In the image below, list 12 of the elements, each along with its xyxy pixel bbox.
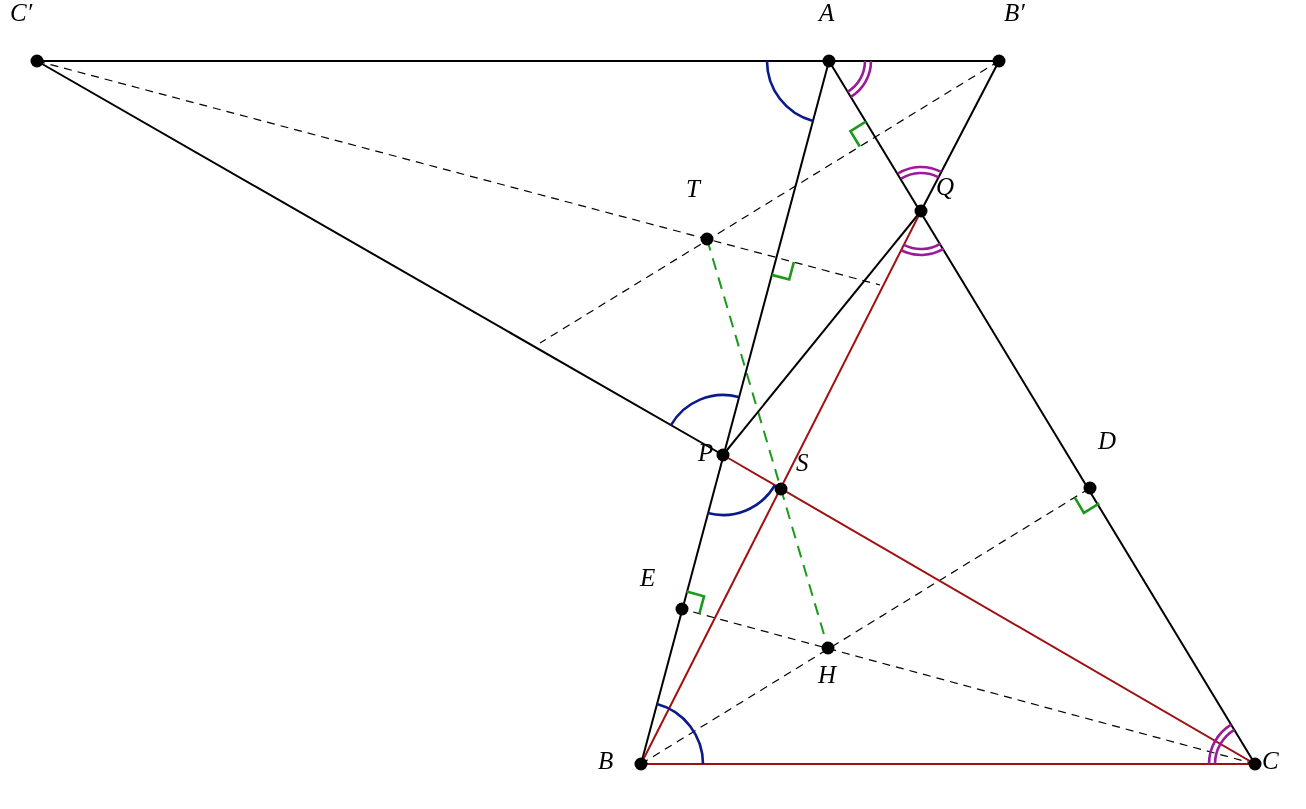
point-label: Q <box>936 174 955 200</box>
point-label: E <box>640 565 656 591</box>
point-label: D <box>1098 428 1117 454</box>
point-label: B <box>598 748 614 774</box>
point-label: A <box>819 0 835 26</box>
point-label: P <box>698 440 714 466</box>
point-label: B′ <box>1004 0 1025 26</box>
point-label: H <box>818 662 837 688</box>
point-label: C′ <box>10 0 33 26</box>
point-label: T <box>686 176 700 202</box>
point-label: C <box>1262 748 1279 774</box>
point-label: S <box>796 450 809 476</box>
